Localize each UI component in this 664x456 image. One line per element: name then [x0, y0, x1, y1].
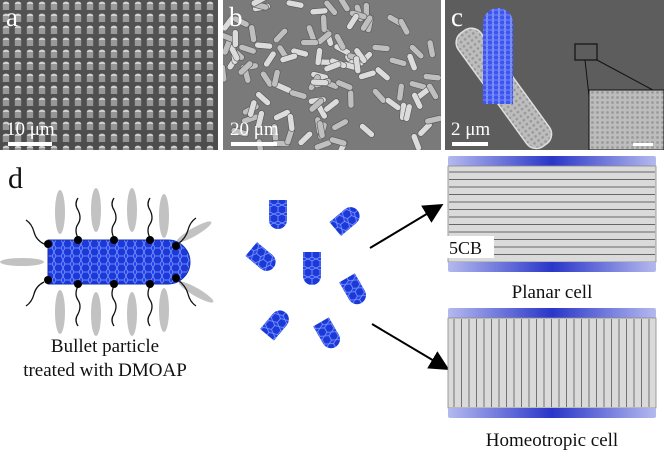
- particle-caption-line2: treated with DMOAP: [23, 360, 187, 381]
- panel-c-sem-image: [445, 0, 664, 150]
- ligand-heads: [44, 236, 180, 288]
- sem-rod: [388, 56, 408, 67]
- sem-rod: [230, 127, 249, 138]
- panel-a-scale-text: 10 μm: [6, 119, 55, 140]
- sem-rod: [353, 55, 362, 74]
- sem-rod: [409, 44, 425, 60]
- panel-a-scale-bar: [8, 142, 52, 146]
- sem-rod: [323, 0, 338, 16]
- sem-rod: [237, 60, 254, 76]
- sem-rod: [384, 97, 402, 111]
- sem-rod: [310, 78, 329, 87]
- sem-rod: [287, 113, 296, 132]
- sem-rod: [337, 0, 351, 13]
- sem-rod: [279, 52, 298, 63]
- sem-rod: [331, 118, 349, 131]
- homeotropic-cell: [447, 308, 657, 418]
- sem-rod: [238, 44, 257, 55]
- dispersed-bullets: [245, 200, 366, 349]
- sem-rod: [308, 97, 325, 113]
- planar-cell: 5CB: [446, 156, 657, 272]
- sem-rod: [346, 13, 360, 30]
- sem-rod: [300, 39, 319, 46]
- sem-rod: [260, 70, 274, 88]
- sem-rod: [297, 130, 313, 146]
- homeotropic-cell-caption: Homeotropic cell: [486, 430, 618, 451]
- sem-rod: [424, 115, 441, 125]
- sem-rod: [248, 24, 257, 43]
- sem-single-particle-image: [445, 0, 664, 150]
- sem-rod: [335, 79, 354, 91]
- sem-rod: [411, 92, 424, 110]
- sem-rod: [360, 14, 374, 32]
- ligand-chains: [25, 197, 197, 327]
- sem-rod: [396, 82, 405, 102]
- sem-rod: [316, 120, 326, 139]
- sem-rod: [410, 133, 422, 150]
- bullet-body: [47, 239, 191, 285]
- panel-b-label: b: [229, 2, 243, 32]
- particle-caption-line1: Bullet particle: [51, 336, 159, 357]
- panel-b-scale-bar: [231, 142, 277, 146]
- sem-rod: [309, 7, 329, 16]
- sem-rod: [320, 14, 328, 33]
- sem-rod: [223, 63, 228, 83]
- panel-d-label: d: [8, 162, 23, 195]
- sem-rod: [255, 110, 265, 129]
- sem-rod: [314, 47, 323, 66]
- sem-rod: [323, 61, 342, 73]
- panel-c-scale-text: 2 μm: [451, 119, 491, 140]
- sem-rod: [223, 15, 236, 32]
- sem-rods-image: [223, 0, 441, 150]
- sem-rod: [271, 69, 281, 88]
- ligand-ellipses: [0, 188, 214, 336]
- sem-rod: [397, 18, 411, 36]
- sem-rod: [359, 123, 375, 138]
- panel-c-label: c: [451, 2, 463, 32]
- sem-rod: [255, 91, 271, 106]
- sem-rod: [323, 98, 340, 113]
- sem-rod: [403, 103, 413, 122]
- arrow-to-planar: [369, 203, 444, 249]
- sem-rod: [273, 27, 289, 44]
- panel-b-sem-image: [223, 0, 441, 150]
- sem-rod: [263, 50, 277, 68]
- sem-rod: [372, 88, 387, 104]
- sem-rod: [374, 66, 391, 82]
- sem-rod: [422, 73, 441, 82]
- panel-a-label: a: [6, 2, 18, 32]
- sem-rod: [250, 0, 269, 7]
- sem-rod: [426, 39, 436, 58]
- planar-cell-caption: Planar cell: [512, 282, 593, 303]
- lc-label: 5CB: [449, 238, 482, 258]
- sem-rod: [285, 0, 305, 9]
- sem-rod: [371, 44, 391, 52]
- sem-rod: [329, 136, 348, 147]
- sem-rod: [426, 82, 439, 100]
- sem-rod: [290, 47, 309, 58]
- panel-c-scale-bar: [452, 142, 488, 146]
- panel-b-scale-text: 20 μm: [230, 119, 279, 140]
- panel-a-sem-image: [0, 0, 218, 150]
- sem-rod: [406, 53, 418, 72]
- arrow-to-homeotropic: [371, 323, 450, 371]
- sem-rod: [289, 89, 308, 100]
- sem-rod: [232, 15, 250, 28]
- sem-rod: [232, 29, 239, 48]
- sem-rod: [333, 33, 347, 51]
- sem-rod: [347, 89, 355, 109]
- sem-rod: [247, 99, 258, 118]
- sem-array-image: [0, 0, 218, 150]
- sem-rod: [273, 109, 291, 121]
- dmoap-bullet-particle: [0, 188, 214, 336]
